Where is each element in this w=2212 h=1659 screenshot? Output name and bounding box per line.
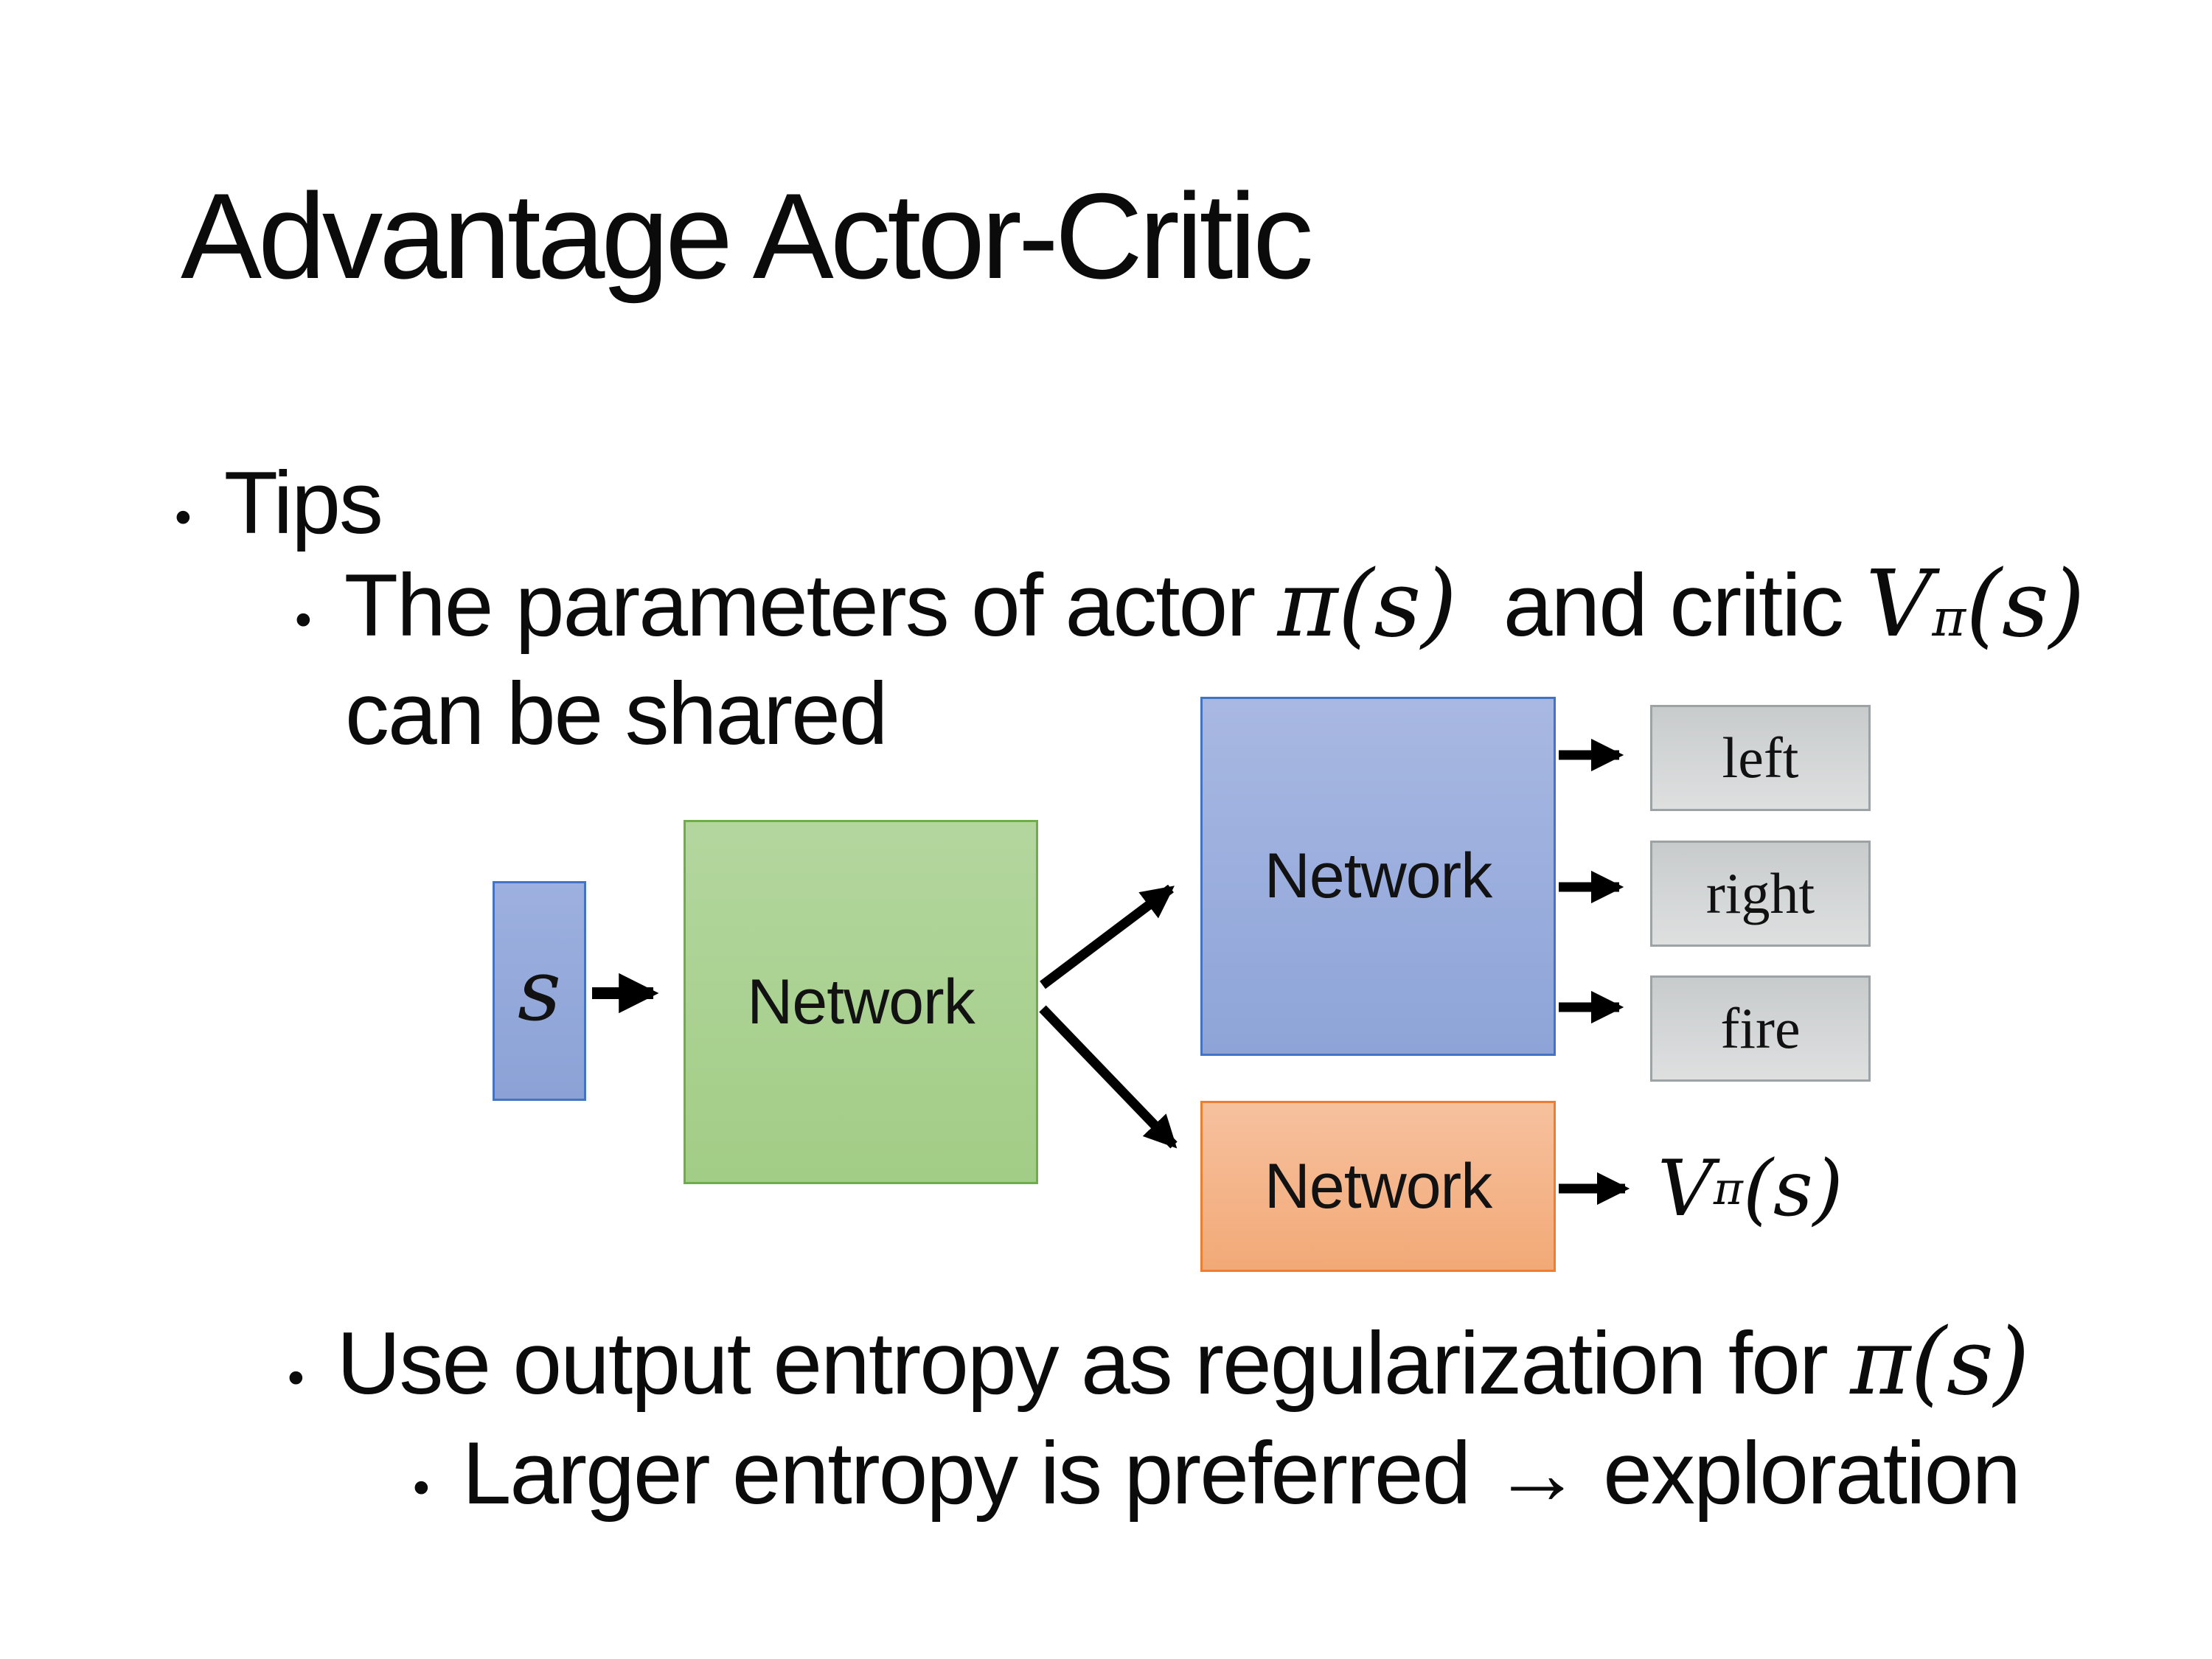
bullet-exploration: • Larger entropy is preferred → explorat… [413,1424,2021,1523]
bullet-tips: • Tips [175,453,383,552]
entropy-text: Use output entropy as regularization for [336,1314,1851,1413]
action-output-label-right: right [1705,861,1815,925]
action-output-box-fire: fire [1650,975,1871,1082]
action-output-label-fire: fire [1720,996,1801,1060]
bullet-entropy: • Use output entropy as regularization f… [288,1309,2030,1416]
bullet-shared-params: • The parameters of actor π(s) and criti… [295,551,2085,658]
shared-network-label: Network [747,966,975,1037]
value-output-sup: π [1713,1162,1743,1215]
bullet-shared-params-line2: can be shared [345,664,888,763]
bullet-tips-label: Tips [223,453,383,552]
critic-network-label: Network [1264,1150,1492,1222]
bullet-dot: • [175,490,192,543]
math-v-critic-sup: π [1932,588,1966,648]
value-output-args: (s) [1742,1144,1843,1234]
arrow-shared-to-actor-icon [1040,884,1175,990]
bullet-dot: • [413,1460,430,1514]
slide-title: Advantage Actor-Critic [181,168,1314,304]
state-box: s [493,881,586,1101]
bullet-dot: • [295,592,312,646]
action-output-label-left: left [1722,726,1799,790]
shared-params-line2-text: can be shared [345,664,888,763]
math-v-critic: V [1865,551,1933,658]
exploration-text: Larger entropy is preferred → exploratio… [462,1424,2021,1523]
math-pi-entropy: π(s) [1850,1309,2030,1416]
action-output-box-right: right [1650,841,1871,947]
actor-network-box: Network [1200,697,1556,1056]
critic-network-box: Network [1200,1101,1556,1272]
math-pi-actor: π(s) [1277,551,1458,658]
value-output-v: V [1658,1144,1714,1234]
action-output-box-left: left [1650,705,1871,811]
shared-params-text-2: and critic [1457,556,1866,655]
math-v-critic-args: (s) [1966,551,2085,658]
arrow-shared-to-critic-icon [1039,1005,1178,1149]
actor-network-label: Network [1264,841,1492,911]
bullet-dot: • [288,1350,305,1404]
shared-params-text: The parameters of actor [344,556,1278,655]
shared-network-box: Network [684,820,1038,1184]
state-box-label: s [517,942,562,1040]
